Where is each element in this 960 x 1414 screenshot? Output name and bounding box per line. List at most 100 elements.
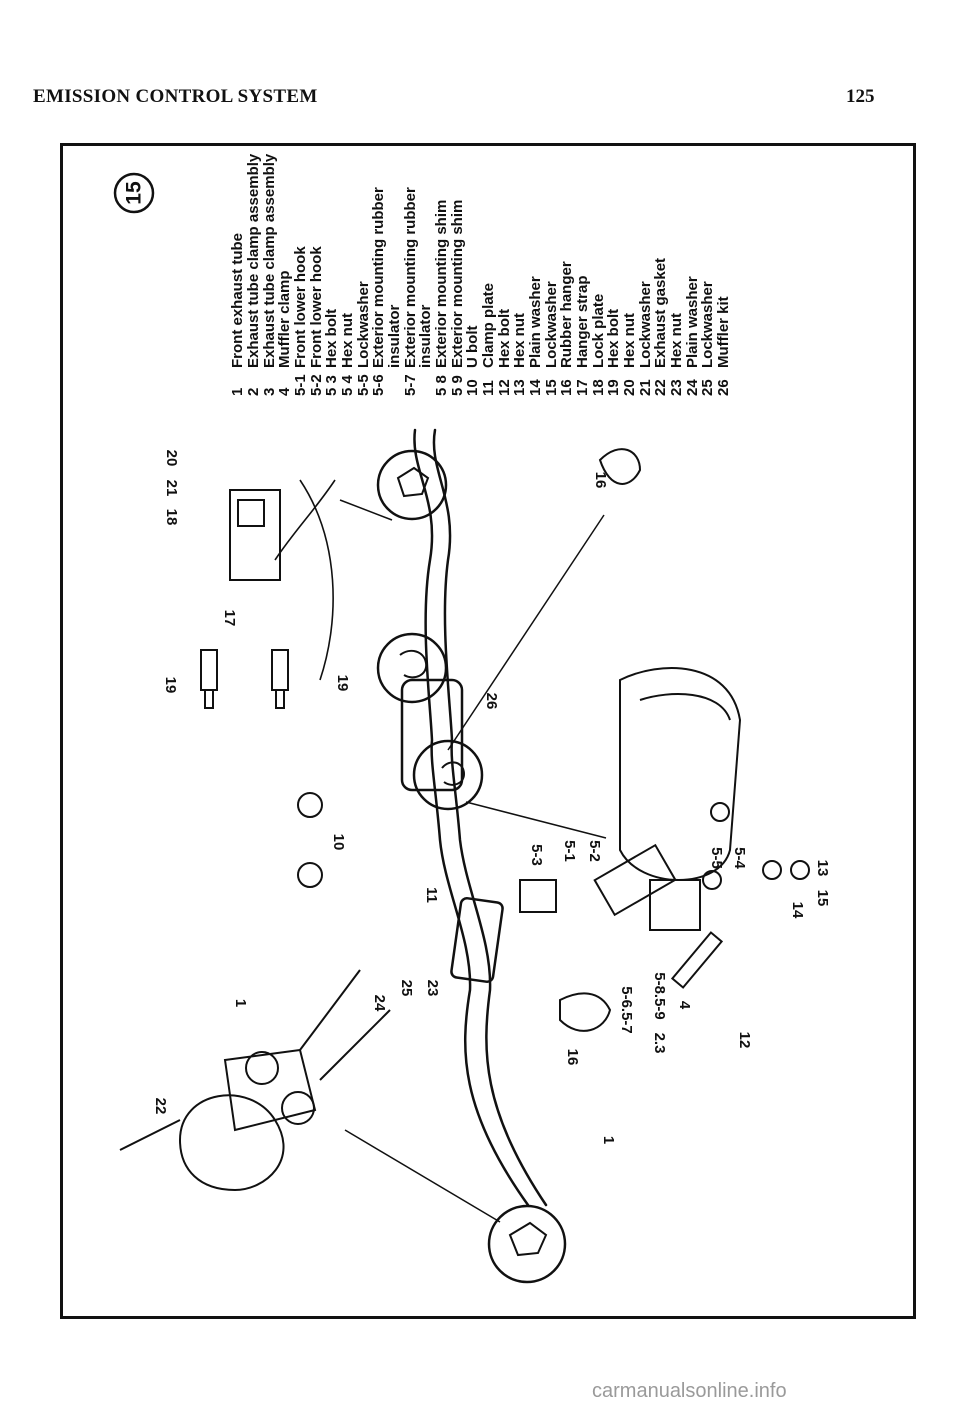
floor-outline — [274, 479, 336, 681]
svg-text:12: 12 — [496, 379, 513, 396]
svg-text:4: 4 — [276, 387, 293, 396]
svg-text:Hex nut: Hex nut — [511, 313, 528, 368]
svg-text:Front lower hook: Front lower hook — [308, 246, 325, 368]
figure-frame — [60, 143, 916, 1319]
svg-text:3: 3 — [261, 388, 278, 396]
callout: 5-3 — [528, 844, 545, 866]
svg-text:Front lower hook: Front lower hook — [292, 246, 309, 368]
svg-text:5 4: 5 4 — [339, 374, 356, 396]
svg-text:19: 19 — [605, 379, 622, 396]
svg-text:26: 26 — [715, 379, 732, 396]
svg-text:Front exhaust tube: Front exhaust tube — [229, 233, 246, 368]
watermark: carmanualsonline.info — [592, 1380, 787, 1402]
svg-text:17: 17 — [574, 379, 591, 396]
svg-text:5-2: 5-2 — [308, 374, 325, 396]
callout: 2.3 — [651, 1033, 668, 1054]
svg-text:Plain washer: Plain washer — [684, 276, 701, 368]
svg-text:10: 10 — [464, 379, 481, 396]
callout: 1 — [600, 1136, 617, 1144]
callout: 17 — [221, 610, 238, 627]
svg-text:Exhaust tube clamp assembly: Exhaust tube clamp assembly — [245, 153, 262, 368]
callout: 4 — [676, 1001, 693, 1010]
callout: 26 — [483, 693, 500, 710]
svg-text:13: 13 — [511, 379, 528, 396]
svg-text:5-1: 5-1 — [292, 374, 309, 396]
svg-text:Hanger strap: Hanger strap — [574, 275, 591, 368]
legend-row-5: 5-2 Front lower hook — [308, 246, 325, 396]
callouts: 19 18 21 20 17 19 10 11 26 16 22 1 24 25… — [152, 450, 831, 1145]
rear-muffler — [619, 667, 742, 881]
svg-text:Hex bolt: Hex bolt — [605, 309, 622, 368]
svg-text:Hex bolt: Hex bolt — [323, 309, 340, 368]
svg-text:Exterior mounting shim: Exterior mounting shim — [433, 200, 450, 368]
muffler-body — [400, 678, 464, 792]
legend-row-18: 13 Hex nut — [511, 313, 528, 396]
svg-text:Clamp plate: Clamp plate — [480, 283, 497, 368]
legend-row-22: 17 Hanger strap — [574, 275, 591, 396]
callout: 16 — [564, 1049, 581, 1066]
legend-row-16: 11 Clamp plate — [480, 283, 497, 396]
callout: 19 — [334, 675, 351, 692]
svg-text:14: 14 — [527, 379, 544, 396]
svg-text:22: 22 — [652, 379, 669, 396]
legend-row-15: 10 U bolt — [464, 326, 481, 397]
svg-text:Lockwasher: Lockwasher — [637, 281, 654, 368]
legend-row-31: 26 Muffler kit — [715, 296, 732, 396]
callout: 21 — [163, 480, 180, 497]
legend-row-30: 25 Lockwasher — [699, 281, 716, 396]
page-number: 125 — [846, 86, 875, 107]
callout: 13 — [814, 860, 831, 877]
exhaust-pipe — [413, 428, 548, 1207]
callout: 19 — [162, 677, 179, 694]
callout: 16 — [592, 472, 609, 489]
callout: 5-2 — [586, 840, 603, 862]
callout: 12 — [736, 1032, 753, 1049]
legend-row-3: 4 Muffler clamp — [276, 270, 293, 396]
svg-text:20: 20 — [621, 379, 638, 396]
legend-row-6: 5 3 Hex bolt — [323, 309, 340, 396]
leader-lines — [339, 499, 607, 1223]
legend-row-11: 5-7 Exterior mounting rubber — [402, 187, 419, 396]
svg-text:Lockwasher: Lockwasher — [355, 281, 372, 368]
legend-row-27: 22 Exhaust gasket — [652, 258, 669, 396]
svg-text:Exhaust tube clamp assembly: Exhaust tube clamp assembly — [261, 153, 278, 368]
svg-text:Plain washer: Plain washer — [527, 276, 544, 368]
svg-text:5-7: 5-7 — [402, 374, 419, 396]
legend-row-2: 3 Exhaust tube clamp assembly — [261, 153, 278, 396]
svg-text:Exterior mounting rubber: Exterior mounting rubber — [402, 187, 419, 368]
hanger-parts — [396, 466, 548, 1257]
svg-text:23: 23 — [668, 379, 685, 396]
figure-number-badge: 15 — [113, 172, 155, 214]
svg-text:Hex bolt: Hex bolt — [496, 309, 513, 368]
legend-row-17: 12 Hex bolt — [496, 309, 513, 396]
legend-row-12: insulator — [417, 304, 434, 368]
callout: 22 — [152, 1098, 169, 1115]
svg-text:5 8: 5 8 — [433, 375, 450, 396]
legend-row-20: 15 Lockwasher — [543, 281, 560, 396]
legend-row-10: insulator — [386, 304, 403, 368]
callout: 25 — [398, 980, 415, 997]
callout: 15 — [814, 890, 831, 907]
legend-row-14: 5 9 Exterior mounting shim — [449, 200, 466, 396]
legend-row-7: 5 4 Hex nut — [339, 313, 356, 396]
legend-row-29: 24 Plain washer — [684, 276, 701, 396]
svg-text:Lockwasher: Lockwasher — [543, 281, 560, 368]
callout: 1 — [232, 999, 249, 1007]
legend-row-21: 16 Rubber hanger — [558, 261, 575, 396]
svg-text:Hex nut: Hex nut — [668, 313, 685, 368]
callout: 11 — [423, 887, 440, 903]
legend-row-24: 19 Hex bolt — [605, 309, 622, 396]
legend-row-1: 2 Exhaust tube clamp assembly — [245, 153, 262, 396]
svg-text:5 3: 5 3 — [323, 375, 340, 396]
figure-number: 15 — [123, 181, 146, 205]
legend-row-9: 5-6 Exterior mounting rubber — [370, 187, 387, 396]
pre-muffler — [450, 896, 504, 984]
svg-text:18: 18 — [590, 379, 607, 396]
callout: 5-1 — [561, 840, 578, 862]
legend-row-28: 23 Hex nut — [668, 313, 685, 396]
svg-text:25: 25 — [699, 379, 716, 396]
svg-text:Muffler kit: Muffler kit — [715, 296, 732, 368]
engine-manifold — [119, 969, 391, 1192]
svg-text:5-6: 5-6 — [370, 374, 387, 396]
